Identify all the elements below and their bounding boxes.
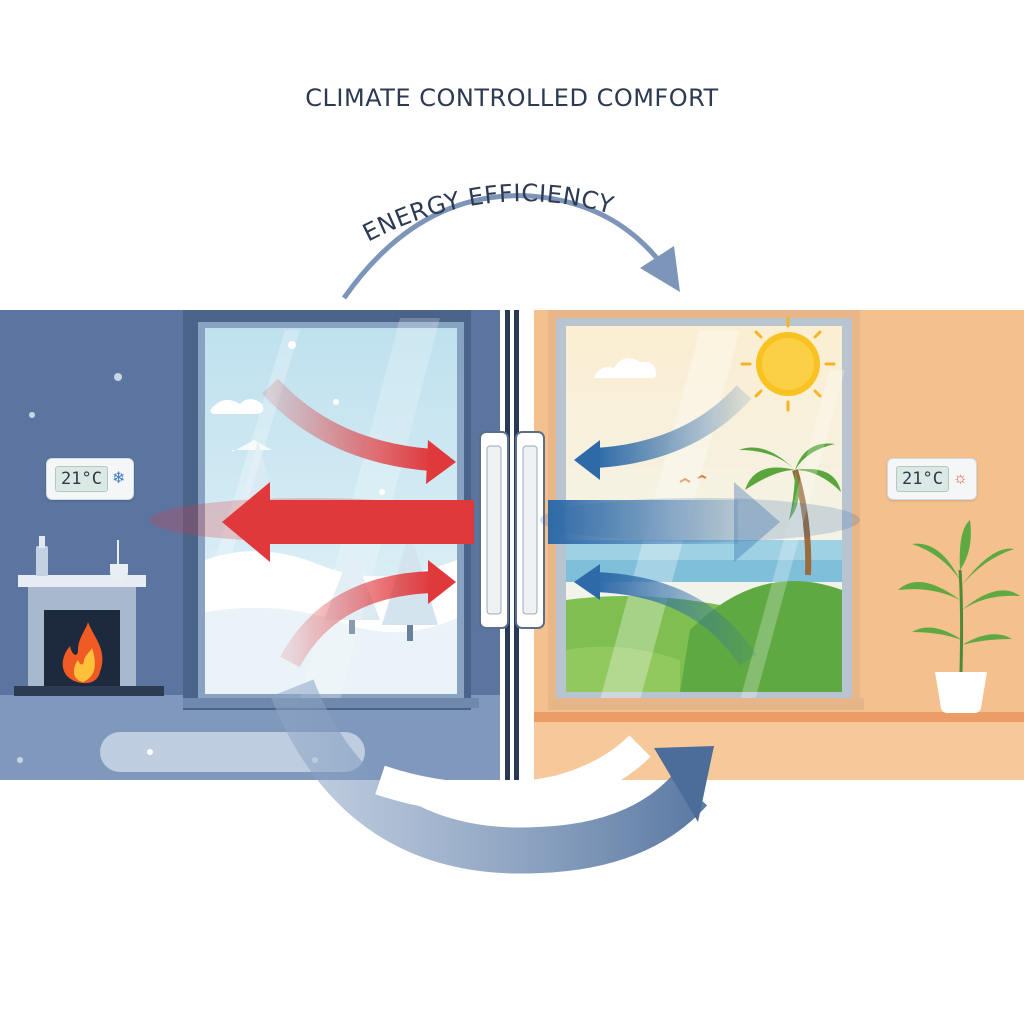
fireplace [14,536,164,696]
heat-arrow-lower [428,560,456,604]
summer-thermostat: 21°C ☼ [887,458,977,500]
potted-plant [898,520,1020,714]
heat-arrow-main [262,500,474,544]
bottom-flow-arrow [270,679,714,874]
cool-arrow-lower [574,564,600,600]
heat-flow-arrows [150,378,474,668]
heat-arrow-upper [426,440,456,484]
winter-thermostat-reading: 21°C [55,466,108,492]
snowflake-icon: ❄ [111,470,126,487]
cool-arrow-upper [574,440,600,480]
diagram-title: CLIMATE CONTROLLED COMFORT [305,84,719,112]
cooling-flow-arrows [540,385,860,666]
summer-thermostat-reading: 21°C [896,466,949,492]
sun-icon: ☼ [952,470,968,487]
energy-efficiency-arc: ENERGY EFFICIENCY [341,179,680,300]
winter-thermostat: 21°C ❄ [46,458,135,500]
cool-arrow-main [548,500,738,544]
window-divider [479,310,545,780]
summer-room [534,310,1024,780]
